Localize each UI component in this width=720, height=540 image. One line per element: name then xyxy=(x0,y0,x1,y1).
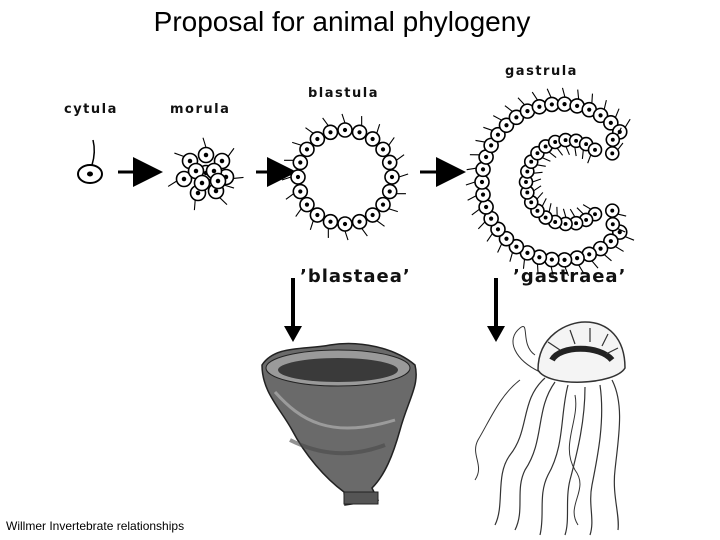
embryo-cell xyxy=(338,114,352,137)
embryo-cell xyxy=(195,176,210,191)
down-arrow-sponge xyxy=(284,278,302,342)
embryo-cell xyxy=(383,155,404,170)
gastrula-cup xyxy=(466,88,634,276)
embryo-cell xyxy=(558,253,572,276)
embryo-cell xyxy=(570,251,584,273)
embryo-cell xyxy=(558,88,572,111)
embryo-cell xyxy=(286,185,307,200)
morula-cluster xyxy=(168,138,243,210)
embryo-cell xyxy=(588,143,602,163)
embryo-cell xyxy=(310,208,324,230)
embryo-cell xyxy=(323,215,337,238)
embryo-cell xyxy=(366,124,380,146)
embryo-cell xyxy=(376,198,398,212)
embryo-cell xyxy=(353,116,367,139)
sponge-illustration xyxy=(262,344,416,505)
embryo-cell xyxy=(168,172,191,187)
embryo-cell xyxy=(383,185,406,199)
cytula-cell xyxy=(78,140,102,183)
embryo-cell xyxy=(545,89,559,112)
embryo-cell xyxy=(292,142,314,156)
embryo-cell xyxy=(323,118,338,139)
embryo-cell xyxy=(284,155,307,169)
embryo-cell xyxy=(338,217,352,240)
embryo-cell xyxy=(468,188,490,202)
embryo-cell xyxy=(199,138,214,163)
image-credit: Willmer Invertebrate relationships xyxy=(6,519,184,533)
embryo-cell xyxy=(353,215,368,236)
down-arrow-jellyfish xyxy=(487,278,505,342)
jellyfish-illustration xyxy=(475,322,625,535)
embryo-cell xyxy=(606,204,626,217)
blastula-ring xyxy=(282,114,408,240)
embryo-cell xyxy=(466,175,489,189)
embryo-cell xyxy=(385,170,408,184)
